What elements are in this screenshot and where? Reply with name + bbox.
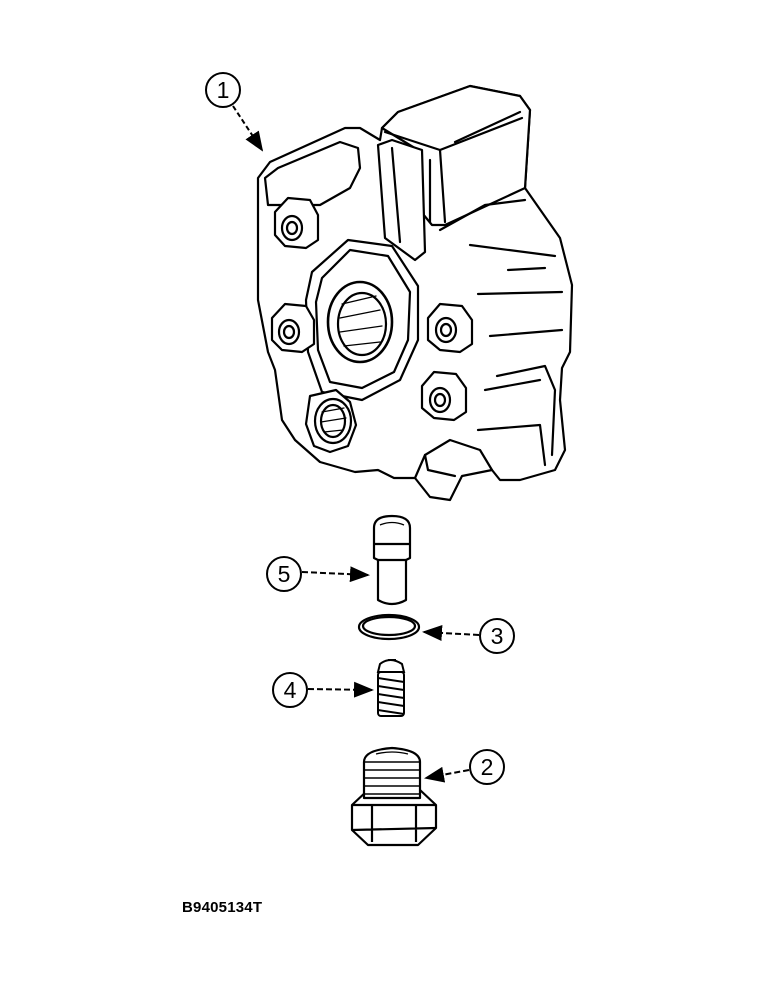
callout-1-label: 1 xyxy=(217,77,230,103)
callout-5-label: 5 xyxy=(278,561,291,587)
spool xyxy=(372,514,412,606)
callout-2: 2 xyxy=(424,749,505,785)
callout-2-label: 2 xyxy=(481,754,494,780)
valve-housing xyxy=(256,84,574,502)
callout-3: 3 xyxy=(422,618,515,654)
spring xyxy=(376,659,406,717)
figure-code: B9405134T xyxy=(182,899,263,916)
o-ring xyxy=(357,613,421,641)
callout-4-label: 4 xyxy=(284,677,297,703)
plug xyxy=(350,746,438,847)
callout-4: 4 xyxy=(272,672,374,708)
callout-3-label: 3 xyxy=(491,623,504,649)
callout-5: 5 xyxy=(266,556,370,592)
callout-1: 1 xyxy=(205,72,264,152)
